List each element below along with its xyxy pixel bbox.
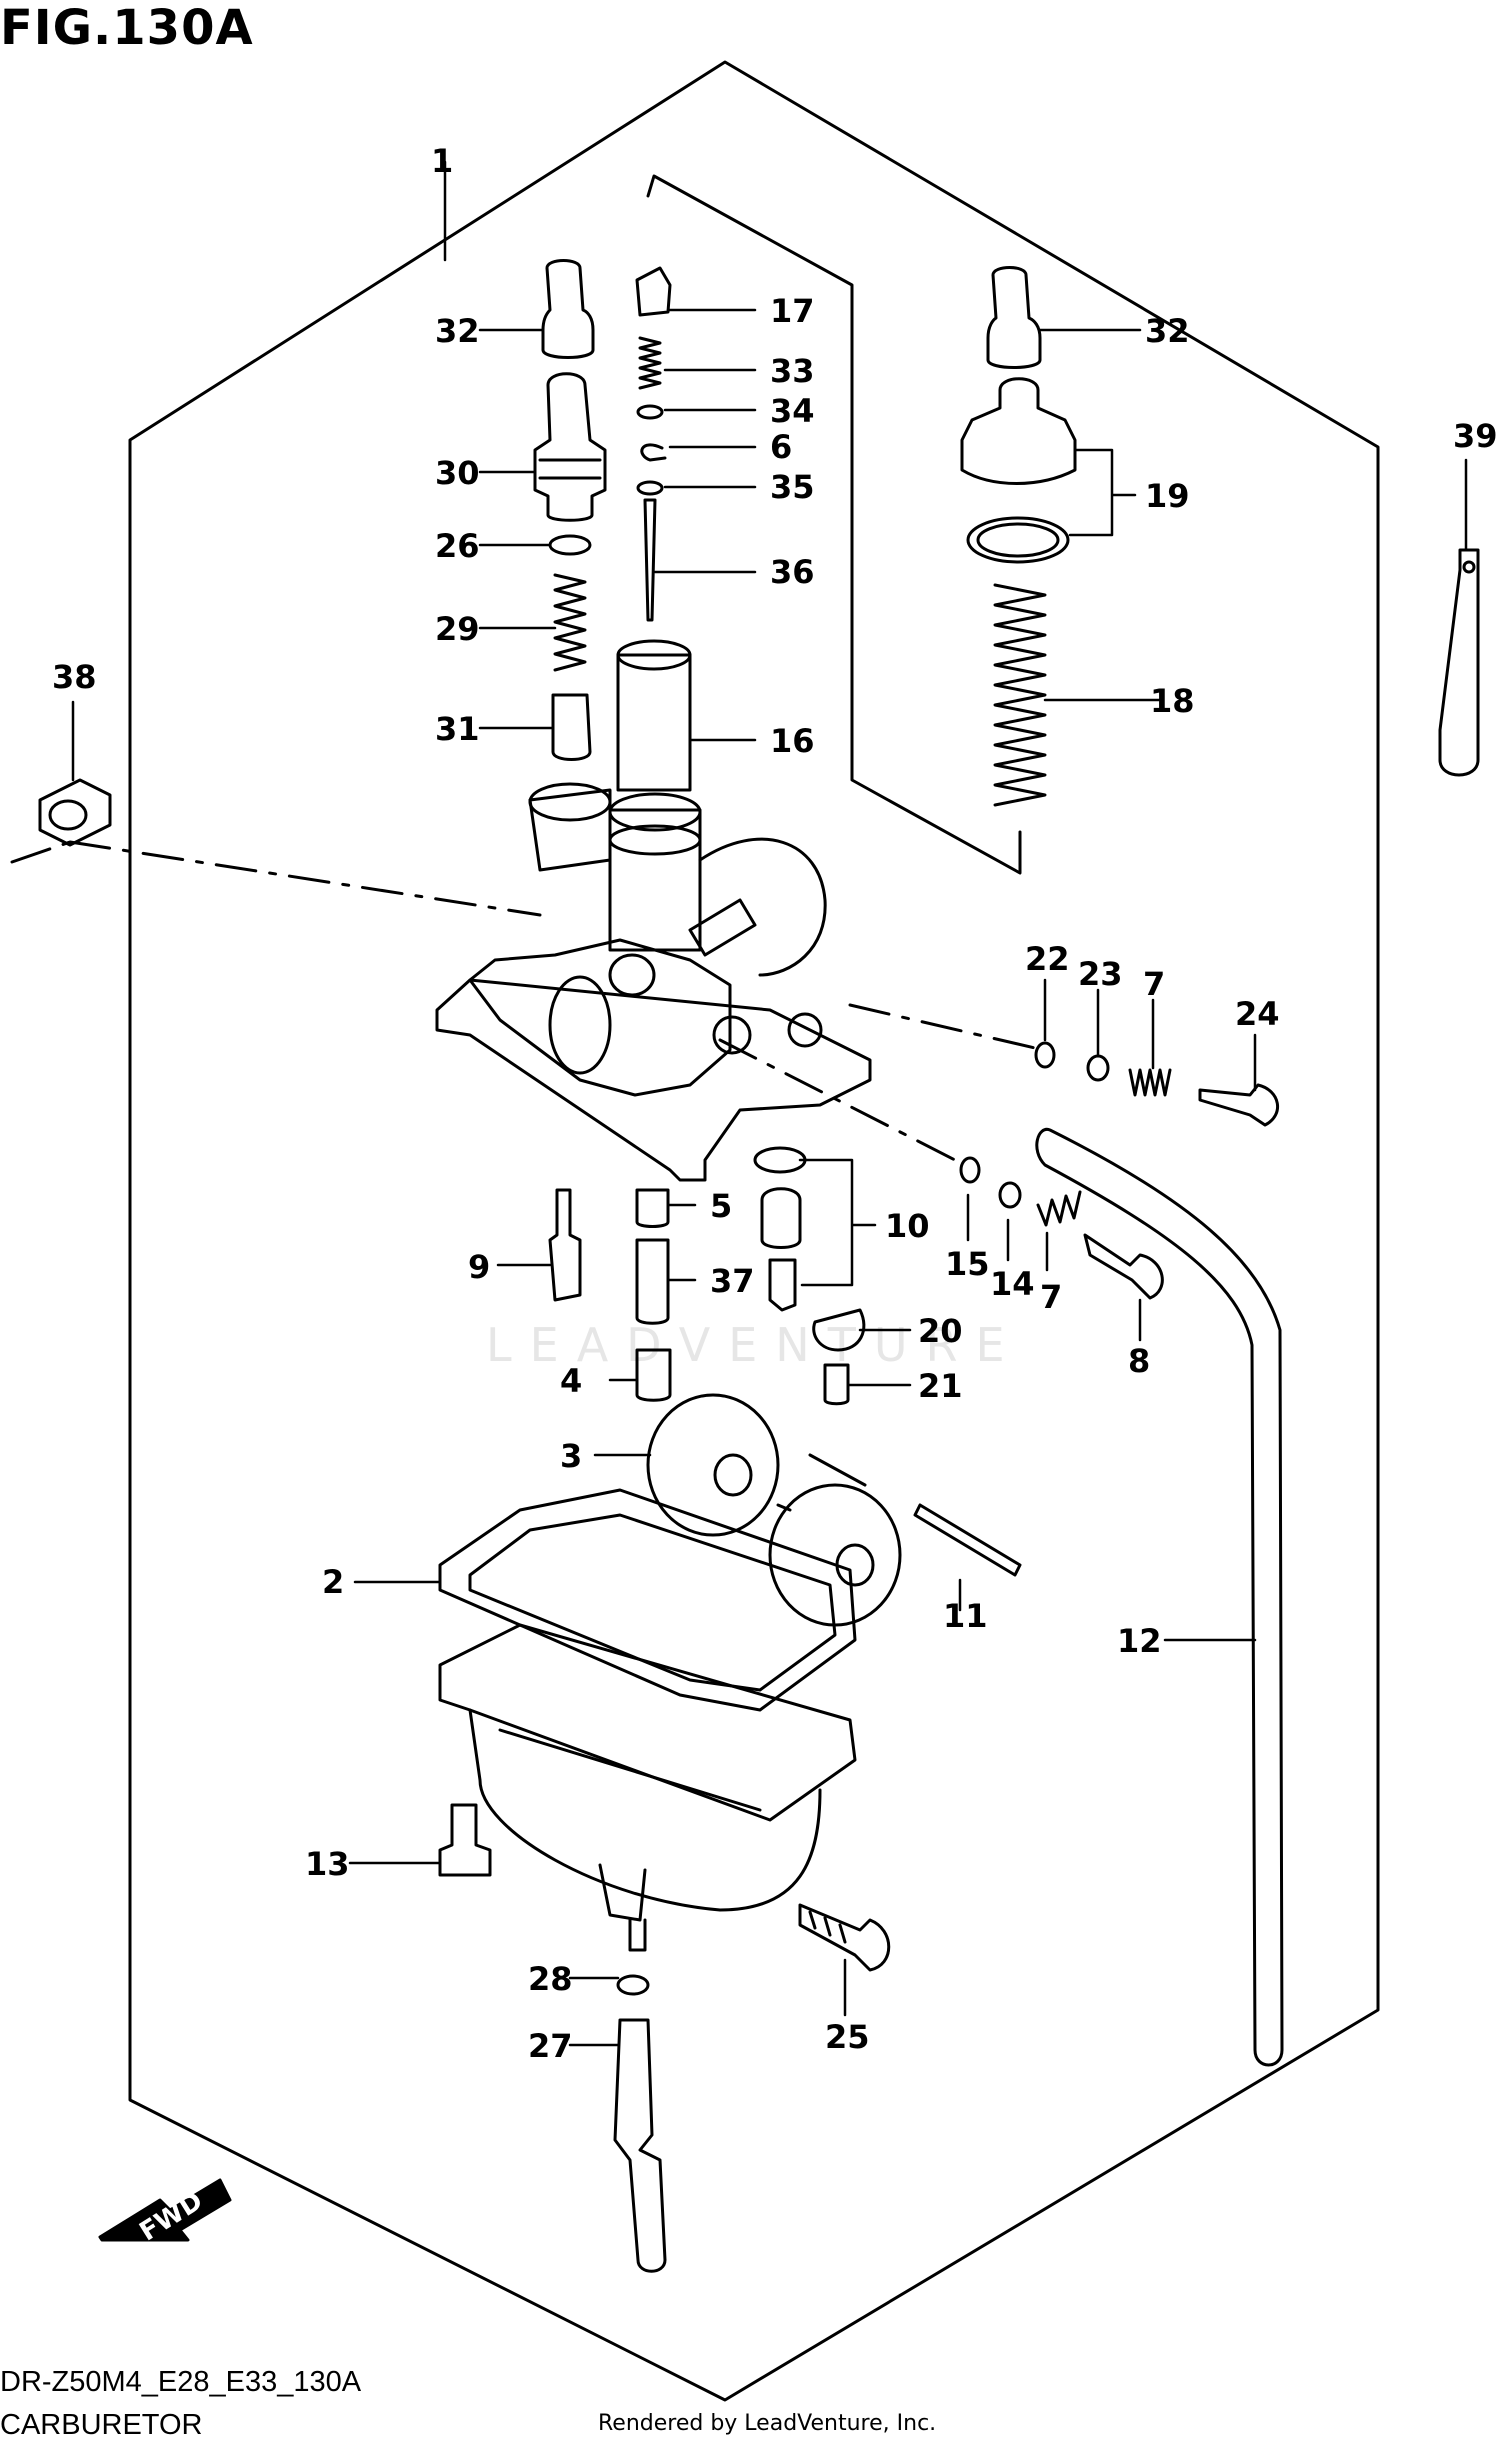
pilot-9 [548,1188,582,1302]
callout-32-left: 32 [435,312,480,350]
watermark-text: LEADVENTURE [486,1318,1023,1372]
callout-36: 36 [770,553,815,591]
callout-24: 24 [1235,995,1280,1033]
top-cap-19 [960,377,1077,564]
callout-7-upper: 7 [1143,965,1165,1003]
subassembly-bracket [646,174,1022,875]
washer-34 [636,404,664,420]
callout-25: 25 [825,2018,870,2056]
cable-guide-39 [1438,548,1480,777]
screw-8 [1083,1233,1164,1300]
callout-7-lower: 7 [1040,1278,1062,1316]
callout-2: 2 [322,1563,344,1601]
screw-25 [798,1903,891,1972]
o-ring-23 [1086,1054,1110,1082]
screw-21 [823,1363,850,1406]
callout-1: 1 [431,142,453,180]
callout-29: 29 [435,610,480,648]
callout-16: 16 [770,722,815,760]
callout-18: 18 [1150,682,1195,720]
callout-12: 12 [1117,1622,1162,1660]
spring-33 [638,336,662,390]
callout-11: 11 [943,1597,988,1635]
throttle-valve-16 [616,653,692,792]
washer-35 [636,480,664,496]
callout-38: 38 [52,658,97,696]
callout-35: 35 [770,468,815,506]
callout-9: 9 [468,1248,490,1286]
callout-30: 30 [435,454,480,492]
jet-axis-line [718,1038,957,1162]
pin-11 [913,1503,1022,1577]
diagram-code: DR-Z50M4_E28_E33_130A [0,2366,362,2398]
spring-18 [993,583,1047,807]
callout-6-upper: 6 [770,428,792,466]
callout-37: 37 [710,1262,755,1300]
callout-10: 10 [885,1207,930,1245]
callout-4: 4 [560,1362,582,1400]
centre-line [10,840,542,917]
callout-27: 27 [528,2027,573,2065]
jet-5 [635,1188,670,1228]
callout-numbers: 1 32 17 33 34 6 35 36 16 30 26 29 31 38 … [52,142,1498,2065]
callout-31: 31 [435,710,480,748]
callout-34: 34 [770,392,815,430]
screw-13 [438,1803,492,1877]
e-clip-6 [640,443,667,462]
jet-4 [635,1348,672,1402]
callout-20: 20 [918,1312,963,1350]
emulsion-tube-37 [635,1238,670,1325]
float-valve-10 [753,1146,807,1312]
drain-hose-27 [613,2018,667,2273]
hose-12 [1035,1127,1284,2067]
render-credit: Rendered by LeadVenture, Inc. [598,2411,937,2436]
callout-15: 15 [945,1245,990,1283]
callout-22: 22 [1025,940,1070,978]
clip-17 [635,266,672,317]
washer-15 [959,1156,981,1184]
callout-5: 5 [710,1187,732,1225]
callout-13: 13 [305,1845,350,1883]
clamp-28 [616,1974,650,1996]
callout-39: 39 [1453,417,1498,455]
spring-7-upper [1128,1068,1172,1097]
callout-26: 26 [435,527,480,565]
gasket-2 [438,1488,857,1712]
nut-38 [38,778,112,847]
needle-36 [643,498,657,622]
figure-title: FIG.130A [0,0,254,56]
starter-body [533,372,607,522]
cap-left [541,259,595,359]
clip-20 [812,1308,866,1352]
callout-23: 23 [1078,955,1123,993]
callout-17: 17 [770,292,815,330]
callout-28: 28 [528,1960,573,1998]
plunger-31 [551,693,592,761]
screw-24 [1198,1083,1280,1127]
float-bowl [438,1623,857,1952]
cap-right [986,266,1042,369]
callout-33: 33 [770,352,815,390]
spring-29 [553,573,587,672]
callout-21: 21 [918,1367,963,1405]
callout-32-right: 32 [1145,312,1190,350]
carburetor-body [435,782,872,1182]
callout-3: 3 [560,1437,582,1475]
assembly-outline [128,60,1380,2402]
diagram-name: CARBURETOR [0,2409,203,2441]
screw-axis-line [848,1003,1037,1050]
callout-8: 8 [1128,1342,1150,1380]
spring-7-lower [1036,1190,1082,1227]
o-ring-26 [548,534,592,556]
callout-14: 14 [990,1265,1035,1303]
callout-19: 19 [1145,477,1190,515]
o-ring-14 [998,1181,1022,1209]
float-3 [646,1393,902,1627]
washer-22 [1034,1041,1056,1069]
fwd-arrow-icon [98,2178,232,2242]
leader-lines [71,160,1468,2047]
